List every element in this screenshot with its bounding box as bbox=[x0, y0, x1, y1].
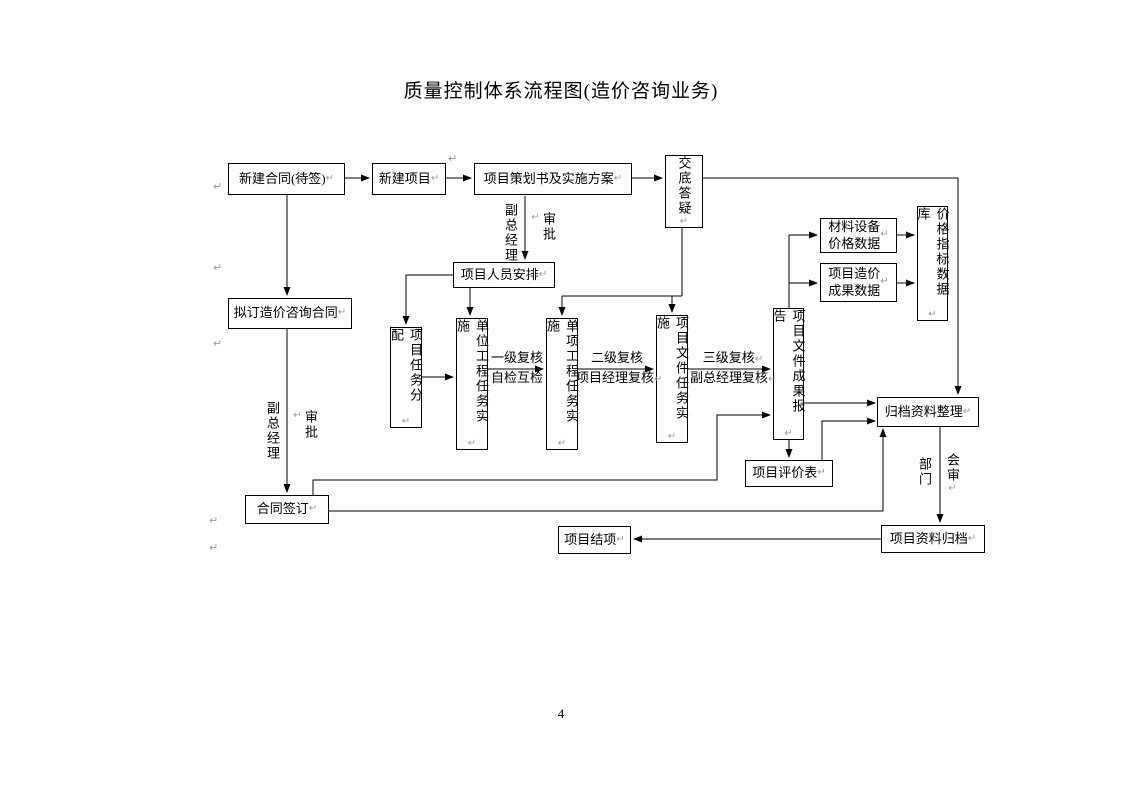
label-review1-line2: 自检互检 bbox=[490, 370, 543, 385]
box-disclosure-qa: 交底答疑↵ bbox=[665, 155, 703, 228]
return-formatting-mark: ↵ bbox=[530, 212, 541, 223]
label-review2-line2: 项目经理复核↵ bbox=[576, 370, 663, 386]
box-material-price-data: 材料设备 价格数据↵ bbox=[820, 218, 897, 253]
return-formatting-mark: ↵ bbox=[292, 410, 303, 421]
return-formatting-mark: ↵ bbox=[947, 483, 958, 494]
label-review2-line1: 二级复核 bbox=[590, 350, 643, 365]
return-formatting-mark: ↵ bbox=[430, 172, 440, 184]
return-formatting-mark: ↵ bbox=[754, 354, 764, 365]
return-formatting-mark: ↵ bbox=[654, 374, 663, 385]
box-single-task: 单项工程任务实施↵ bbox=[545, 318, 579, 450]
return-formatting-mark: ↵ bbox=[538, 268, 548, 280]
label-vice-gm-1: 副总经理 bbox=[503, 203, 518, 263]
return-formatting-mark: ↵ bbox=[962, 405, 972, 417]
box-project-data-archive: 项目资料归档↵ bbox=[881, 525, 985, 553]
return-formatting-mark: ↵ bbox=[466, 438, 478, 449]
return-formatting-mark: ↵ bbox=[308, 503, 318, 515]
box-project-evaluation-form: 项目评价表↵ bbox=[745, 460, 833, 487]
box-unit-task: 单位工程任务实施↵ bbox=[455, 318, 489, 450]
label-approval-2: 审批↵ bbox=[292, 410, 318, 440]
box-new-project: 新建项目↵ bbox=[372, 163, 446, 195]
label-vice-gm-2: 副总经理 bbox=[265, 401, 280, 461]
paragraph-mark: ↵ bbox=[213, 261, 223, 274]
paragraph-mark: ↵ bbox=[448, 152, 458, 165]
return-formatting-mark: ↵ bbox=[325, 172, 335, 184]
return-formatting-mark: ↵ bbox=[768, 374, 777, 385]
return-formatting-mark: ↵ bbox=[783, 428, 794, 439]
return-formatting-mark: ↵ bbox=[927, 309, 938, 320]
label-department: 部门 bbox=[917, 457, 932, 487]
label-review3-line1: 三级复核↵ bbox=[702, 350, 764, 366]
return-formatting-mark: ↵ bbox=[400, 416, 412, 427]
box-task-allocation: 项目任务分配↵ bbox=[389, 327, 423, 428]
label-review1-line1: 一级复核 bbox=[490, 350, 543, 365]
box-contract-signing: 合同签订↵ bbox=[245, 495, 329, 524]
box-cost-result-data: 项目造价 成果数据↵ bbox=[820, 263, 897, 302]
box-price-index-database: 价格指标数据库↵ bbox=[915, 206, 950, 321]
return-formatting-mark: ↵ bbox=[556, 438, 568, 449]
return-formatting-mark: ↵ bbox=[337, 307, 347, 319]
paragraph-mark: ↵ bbox=[213, 337, 223, 350]
return-formatting-mark: ↵ bbox=[817, 467, 826, 479]
box-project-plan: 项目策划书及实施方案↵ bbox=[474, 163, 632, 195]
paragraph-mark: ↵ bbox=[209, 541, 219, 554]
return-formatting-mark: ↵ bbox=[666, 431, 678, 442]
page-title: 质量控制体系流程图(造价咨询业务) bbox=[403, 81, 719, 102]
return-formatting-mark: ↵ bbox=[616, 533, 625, 545]
box-result-report: 项目文件成果报告↵ bbox=[771, 308, 806, 440]
label-approval-1: 审批↵ bbox=[530, 212, 556, 242]
box-doc-task: 项目文件任务实施↵ bbox=[655, 315, 689, 443]
return-formatting-mark: ↵ bbox=[880, 229, 889, 241]
box-project-closing: 项目结项↵ bbox=[558, 526, 631, 554]
box-archive-sorting: 归档资料整理↵ bbox=[877, 397, 979, 427]
page-number: 4 bbox=[557, 706, 565, 721]
return-formatting-mark: ↵ bbox=[967, 532, 977, 544]
label-review3-line2: 副总经理复核↵ bbox=[690, 370, 777, 386]
box-new-contract: 新建合同(待签)↵ bbox=[228, 163, 345, 195]
return-formatting-mark: ↵ bbox=[678, 216, 690, 227]
return-formatting-mark: ↵ bbox=[880, 276, 889, 288]
box-personnel: 项目人员安排↵ bbox=[453, 262, 555, 288]
return-formatting-mark: ↵ bbox=[613, 172, 623, 184]
box-draft-contract: 拟订造价咨询合同↵ bbox=[228, 298, 352, 329]
paragraph-mark: ↵ bbox=[209, 514, 219, 527]
label-joint-review: 会审↵ bbox=[945, 453, 960, 494]
paragraph-mark: ↵ bbox=[213, 180, 223, 193]
